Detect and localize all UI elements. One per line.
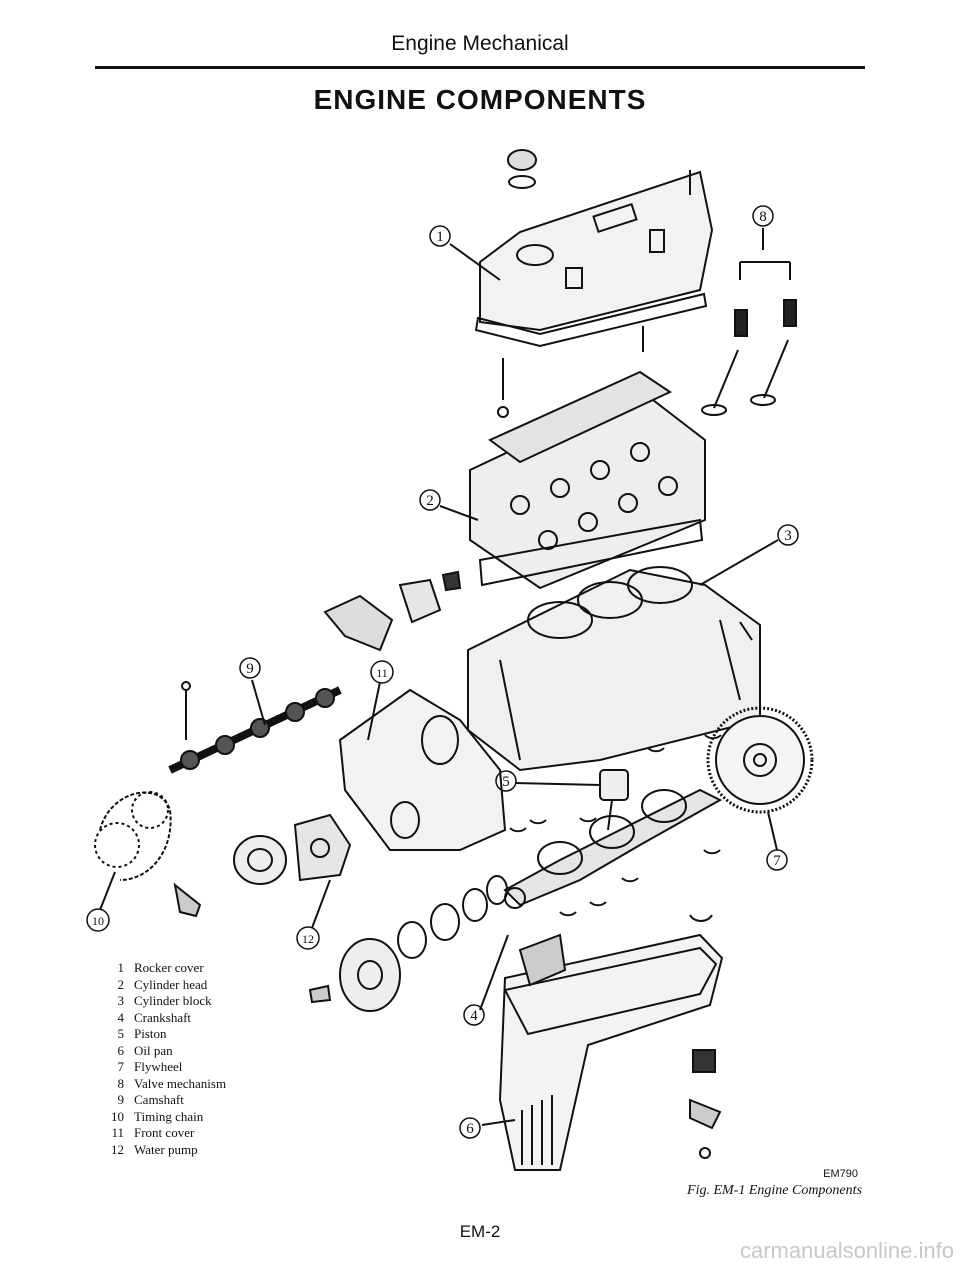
callout-2: 2 xyxy=(426,493,434,509)
legend-number: 1 xyxy=(117,960,125,975)
header-rule xyxy=(95,66,865,69)
crankshaft-drawing xyxy=(503,788,723,909)
parts-legend: 1 Rocker cover 2 Cylinder head 3 Cylinder b… xyxy=(100,960,226,1158)
legend-number: 12 xyxy=(111,1141,124,1157)
callout-8: 8 xyxy=(759,209,767,225)
legend-item: 6 Oil pan xyxy=(100,1043,226,1060)
legend-number: 6 xyxy=(117,1042,125,1058)
callout-10: 10 xyxy=(92,914,104,928)
legend-label: Rocker cover xyxy=(134,960,204,975)
callout-9: 9 xyxy=(246,661,254,677)
legend-number: 4 xyxy=(117,1009,125,1025)
leader-7 xyxy=(767,811,778,851)
callout-7: 7 xyxy=(773,853,781,869)
piston-drawing xyxy=(599,769,629,831)
leader-5 xyxy=(514,782,601,786)
flywheel-drawing xyxy=(706,706,814,814)
legend-label: Oil pan xyxy=(134,1042,173,1058)
oil-cap-gasket xyxy=(508,175,536,189)
legend-label: Piston xyxy=(134,1026,167,1041)
legend-label: Cylinder block xyxy=(134,993,212,1008)
legend-number: 8 xyxy=(117,1075,125,1091)
legend-item: 1 Rocker cover xyxy=(100,960,226,977)
legend-number: 7 xyxy=(117,1059,125,1074)
watermark: carmanualsonline.info xyxy=(739,1238,954,1263)
callout-5: 5 xyxy=(502,774,510,790)
legend-label: Front cover xyxy=(134,1125,195,1140)
leader-4 xyxy=(479,934,509,1011)
legend-label: Camshaft xyxy=(134,1092,184,1107)
legend-item: 2 Cylinder head xyxy=(100,977,226,994)
legend-item: 11 Front cover xyxy=(100,1125,226,1142)
legend-number: 2 xyxy=(117,976,125,992)
valve-mechanism-drawing xyxy=(701,230,797,416)
legend-item: 10 Timing chain xyxy=(100,1109,226,1126)
legend-number: 11 xyxy=(111,1125,124,1140)
leader-9 xyxy=(251,679,266,726)
callout-3: 3 xyxy=(784,528,792,544)
leader-11 xyxy=(367,681,381,741)
timing-chain-drawing xyxy=(94,791,202,918)
legend-label: Cylinder head xyxy=(134,976,208,992)
crank-pulley-drawing xyxy=(308,875,508,1012)
water-outlet-drawing xyxy=(323,594,394,652)
camshaft-drawing xyxy=(168,681,342,774)
rocker-cover-drawing xyxy=(474,170,714,348)
leader-10 xyxy=(99,871,116,911)
callout-6: 6 xyxy=(466,1121,474,1137)
leader-3 xyxy=(699,539,779,586)
figure-caption: Fig. EM-1 Engine Components xyxy=(687,1183,862,1198)
leader-6 xyxy=(481,1119,516,1126)
legend-item: 9 Camshaft xyxy=(100,1092,226,1109)
legend-number: 10 xyxy=(111,1108,124,1124)
legend-label: Flywheel xyxy=(134,1059,183,1074)
legend-item: 7 Flywheel xyxy=(100,1059,226,1076)
callout-11: 11 xyxy=(376,666,388,680)
cylinder-head-drawing xyxy=(469,370,706,590)
section-header: Engine Mechanical xyxy=(391,32,569,55)
oil-pan-drawing xyxy=(498,933,724,1171)
legend-number: 5 xyxy=(117,1026,125,1041)
oil-filler-cap xyxy=(507,149,537,171)
cylinder-block-drawing xyxy=(467,566,761,772)
legend-number: 9 xyxy=(117,1092,125,1107)
legend-label: Water pump xyxy=(134,1141,198,1157)
water-pump-drawing xyxy=(233,813,352,885)
legend-label: Timing chain xyxy=(134,1108,204,1124)
legend-label: Crankshaft xyxy=(134,1009,192,1025)
callout-1: 1 xyxy=(436,229,444,245)
legend-number: 3 xyxy=(117,993,125,1008)
front-cover-drawing xyxy=(338,688,507,851)
page-title: ENGINE COMPONENTS xyxy=(313,84,647,115)
bearing-shells xyxy=(509,734,722,922)
callout-12: 12 xyxy=(302,932,314,946)
leader-1 xyxy=(449,243,501,281)
legend-label: Valve mechanism xyxy=(134,1075,227,1091)
legend-item: 4 Crankshaft xyxy=(100,1010,226,1027)
legend-item: 12 Water pump xyxy=(100,1142,226,1159)
thermostat-housing-drawing xyxy=(398,578,442,624)
legend-item: 5 Piston xyxy=(100,1026,226,1043)
legend-item: 3 Cylinder block xyxy=(100,993,226,1010)
leader-2 xyxy=(439,505,479,521)
callout-4: 4 xyxy=(470,1008,478,1024)
legend-item: 8 Valve mechanism xyxy=(100,1075,227,1093)
leader-12 xyxy=(311,879,331,929)
page-number: EM-2 xyxy=(459,1222,501,1241)
figure-code: EM790 xyxy=(823,1168,858,1180)
